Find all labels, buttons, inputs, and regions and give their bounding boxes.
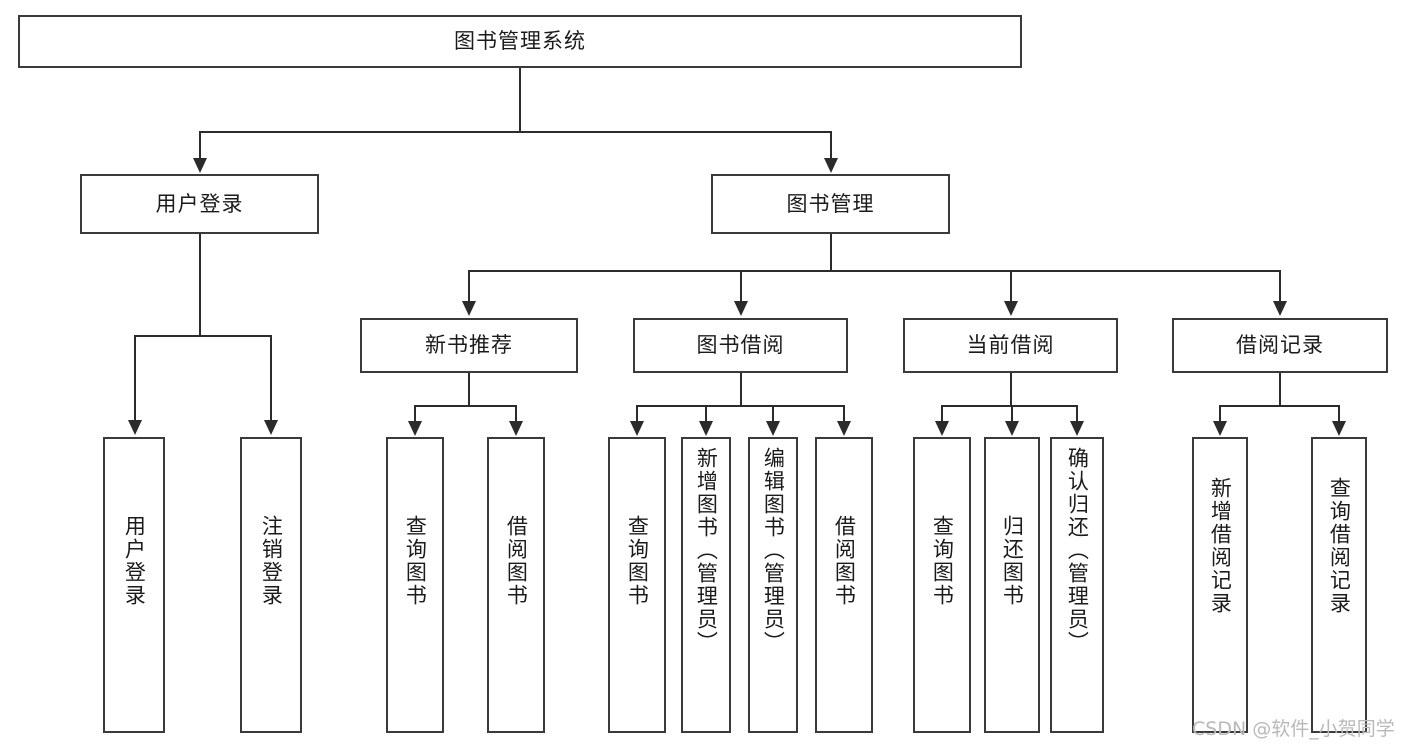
node-borrow-book-rec[interactable]: 借阅图书 bbox=[487, 437, 545, 733]
node-query-borrow-record[interactable]: 查询借阅记录 bbox=[1311, 437, 1367, 733]
node-confirm-return-admin[interactable]: 确认归还（管理员） bbox=[1050, 437, 1104, 733]
arrow-return-book bbox=[1005, 421, 1019, 436]
connector-drop-add-borrow-record bbox=[1219, 405, 1221, 422]
node-add-book-admin[interactable]: 新增图书（管理员） bbox=[681, 437, 731, 733]
node-book-manage[interactable]: 图书管理 bbox=[711, 174, 950, 234]
connector-drop-borrow-book-borrow bbox=[843, 405, 845, 422]
arrow-add-borrow-record bbox=[1213, 421, 1227, 436]
node-current-borrow[interactable]: 当前借阅 bbox=[903, 318, 1118, 373]
node-borrow-book-rec-label: 借阅图书 bbox=[504, 515, 529, 607]
node-borrow-record-label: 借阅记录 bbox=[1236, 333, 1324, 357]
node-query-book-current[interactable]: 查询图书 bbox=[913, 437, 971, 733]
node-user-login-leaf-label: 用户登录 bbox=[122, 515, 147, 607]
node-return-book[interactable]: 归还图书 bbox=[984, 437, 1040, 733]
connector-new-book-recommend-bar bbox=[414, 405, 517, 407]
arrow-to-current-borrow bbox=[1004, 301, 1018, 316]
arrow-confirm-return-admin bbox=[1070, 421, 1084, 436]
arrow-add-book-admin bbox=[699, 421, 713, 436]
connector-user-login-drop-1 bbox=[134, 335, 136, 421]
arrow-to-user-login bbox=[193, 158, 207, 173]
node-user-login-leaf[interactable]: 用户登录 bbox=[103, 437, 165, 733]
node-query-borrow-record-label: 查询借阅记录 bbox=[1327, 477, 1352, 615]
node-new-book-recommend-label: 新书推荐 bbox=[425, 333, 513, 357]
node-return-book-label: 归还图书 bbox=[1000, 515, 1025, 607]
connector-drop-return-book bbox=[1011, 405, 1013, 422]
node-borrow-record[interactable]: 借阅记录 bbox=[1172, 318, 1388, 373]
node-book-manage-label: 图书管理 bbox=[786, 191, 875, 216]
node-query-book-rec[interactable]: 查询图书 bbox=[386, 437, 444, 733]
node-query-book-current-label: 查询图书 bbox=[930, 515, 955, 607]
arrow-to-borrow-record bbox=[1273, 301, 1287, 316]
node-root-system[interactable]: 图书管理系统 bbox=[18, 15, 1022, 68]
connector-book-borrow-stem bbox=[740, 373, 742, 406]
connector-root-stem bbox=[519, 68, 521, 132]
node-query-book-rec-label: 查询图书 bbox=[403, 515, 428, 607]
connector-current-borrow-stem bbox=[1010, 373, 1012, 406]
connector-book-borrow-bar bbox=[636, 405, 845, 407]
connector-user-login-drop-2 bbox=[270, 335, 272, 421]
node-borrow-book-borrow[interactable]: 借阅图书 bbox=[815, 437, 873, 733]
connector-current-borrow-bar bbox=[941, 405, 1077, 407]
connector-to-user-login bbox=[199, 131, 201, 159]
node-borrow-book-borrow-label: 借阅图书 bbox=[832, 515, 857, 607]
node-edit-book-admin[interactable]: 编辑图书（管理员） bbox=[748, 437, 798, 733]
connector-borrow-record-stem bbox=[1279, 373, 1281, 406]
node-user-login[interactable]: 用户登录 bbox=[80, 174, 319, 234]
arrow-to-book-borrow bbox=[734, 301, 748, 316]
connector-book-manage-bar bbox=[468, 270, 1280, 272]
connector-to-book-borrow bbox=[740, 270, 742, 302]
node-add-book-admin-label: 新增图书（管理员） bbox=[694, 447, 719, 654]
csdn-watermark: CSDN @软件_小贺同学 bbox=[1192, 718, 1395, 740]
node-user-logout-leaf[interactable]: 注销登录 bbox=[240, 437, 302, 733]
connector-drop-edit-book-admin bbox=[772, 405, 774, 422]
arrow-query-borrow-record bbox=[1332, 421, 1346, 436]
connector-to-new-book-recommend bbox=[468, 270, 470, 302]
node-edit-book-admin-label: 编辑图书（管理员） bbox=[761, 447, 786, 654]
arrow-borrow-book-borrow bbox=[837, 421, 851, 436]
arrow-to-new-book-recommend bbox=[462, 301, 476, 316]
node-user-login-label: 用户登录 bbox=[155, 191, 244, 216]
arrow-query-book-rec bbox=[408, 421, 422, 436]
arrow-user-logout-leaf bbox=[264, 420, 278, 435]
connector-borrow-record-bar bbox=[1219, 405, 1339, 407]
connector-drop-confirm-return-admin bbox=[1076, 405, 1078, 422]
node-book-borrow[interactable]: 图书借阅 bbox=[633, 318, 848, 373]
connector-user-login-bar bbox=[134, 335, 271, 337]
arrow-borrow-book-rec bbox=[509, 421, 523, 436]
node-book-borrow-label: 图书借阅 bbox=[696, 333, 785, 357]
connector-to-current-borrow bbox=[1010, 270, 1012, 302]
node-add-borrow-record-label: 新增借阅记录 bbox=[1208, 477, 1233, 615]
arrow-to-book-manage bbox=[824, 158, 838, 173]
connector-drop-query-book-current bbox=[941, 405, 943, 422]
connector-to-book-manage bbox=[830, 131, 832, 159]
connector-user-login-stem bbox=[199, 234, 201, 336]
connector-book-manage-stem bbox=[830, 234, 832, 271]
arrow-query-book-borrow bbox=[630, 421, 644, 436]
connector-drop-add-book-admin bbox=[705, 405, 707, 422]
connector-drop-query-book-borrow bbox=[636, 405, 638, 422]
connector-to-borrow-record bbox=[1279, 270, 1281, 302]
connector-drop-query-borrow-record bbox=[1338, 405, 1340, 422]
connector-root-bar bbox=[199, 131, 831, 133]
node-new-book-recommend[interactable]: 新书推荐 bbox=[360, 318, 578, 373]
node-query-book-borrow-label: 查询图书 bbox=[625, 515, 650, 607]
node-query-book-borrow[interactable]: 查询图书 bbox=[608, 437, 666, 733]
node-current-borrow-label: 当前借阅 bbox=[966, 333, 1055, 357]
connector-drop-query-book-rec bbox=[414, 405, 416, 422]
arrow-user-login-leaf bbox=[128, 420, 142, 435]
node-confirm-return-admin-label: 确认归还（管理员） bbox=[1065, 447, 1090, 654]
connector-drop-borrow-book-rec bbox=[515, 405, 517, 422]
node-user-logout-leaf-label: 注销登录 bbox=[259, 515, 284, 607]
node-root-system-label: 图书管理系统 bbox=[454, 29, 586, 53]
arrow-edit-book-admin bbox=[766, 421, 780, 436]
arrow-query-book-current bbox=[935, 421, 949, 436]
connector-new-book-recommend-stem bbox=[468, 373, 470, 406]
node-add-borrow-record[interactable]: 新增借阅记录 bbox=[1192, 437, 1248, 733]
